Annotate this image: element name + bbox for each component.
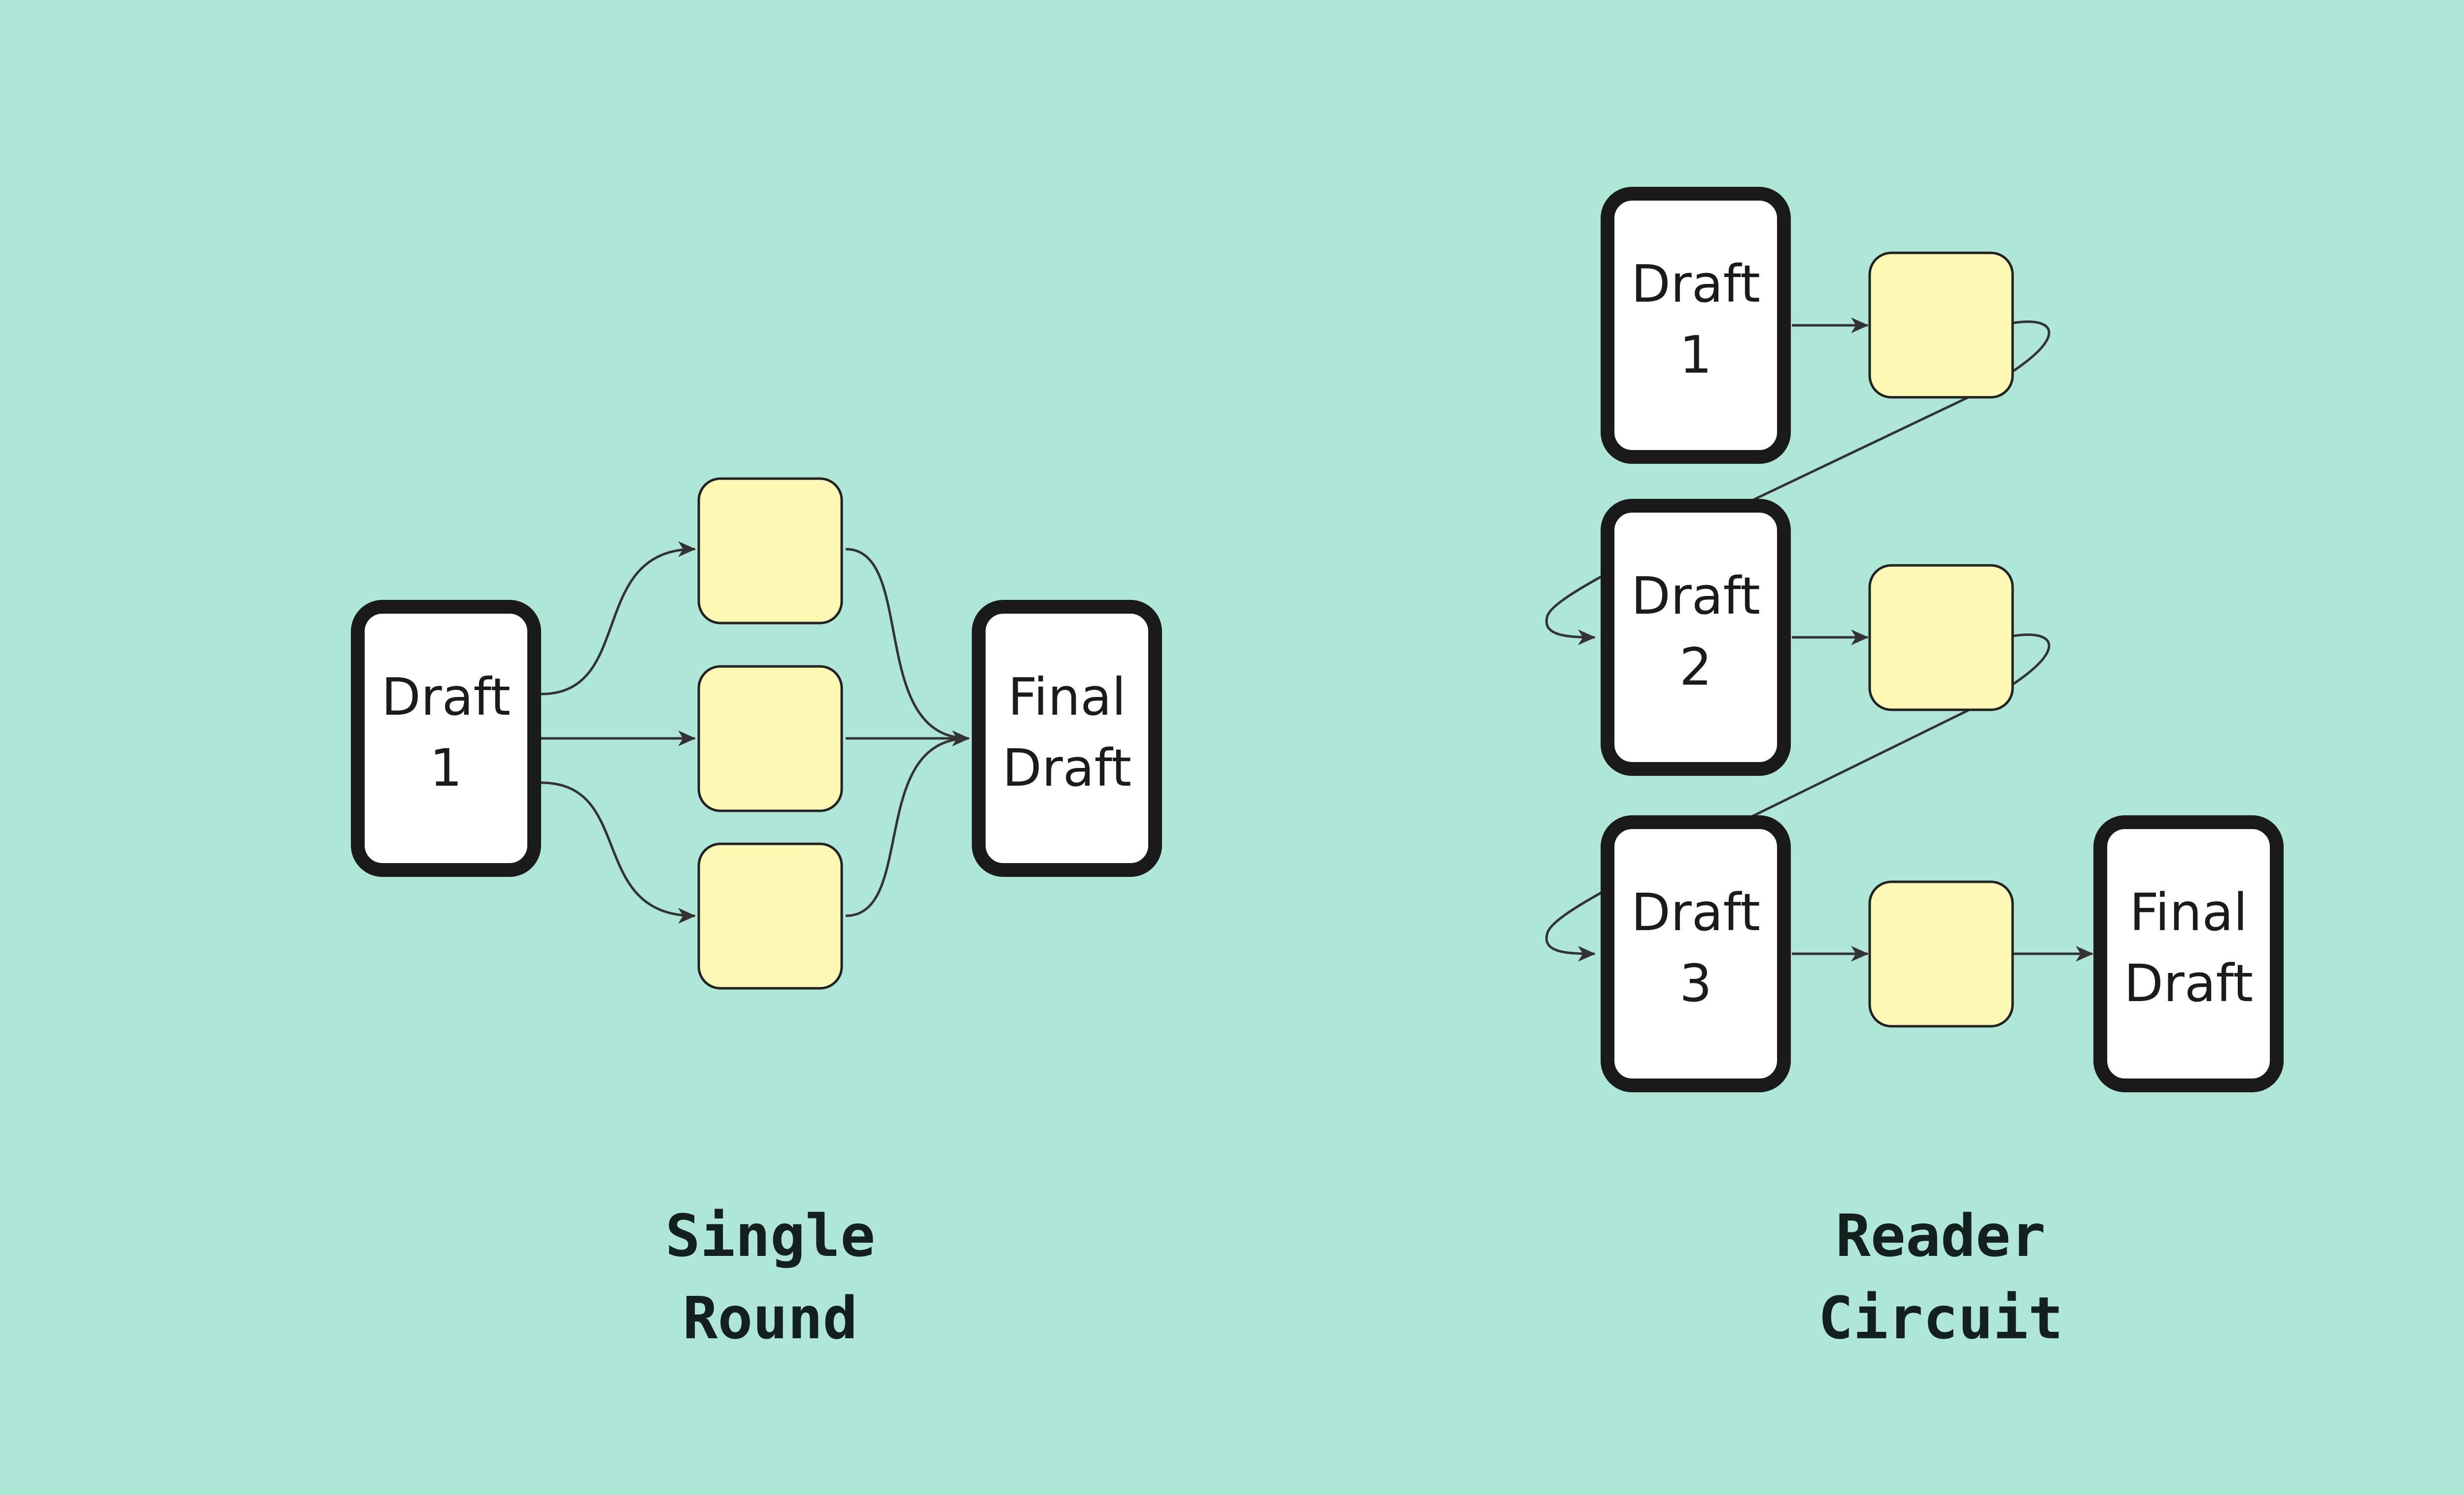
single-round-draft-1: Draft 1 bbox=[351, 600, 541, 877]
reader-circuit-reader-2 bbox=[1868, 564, 2014, 711]
edge-reader-top-to-final bbox=[845, 548, 970, 746]
reader-circuit-draft-2: Draft 2 bbox=[1601, 499, 1791, 776]
single-round-final-label-line2: Draft bbox=[1002, 738, 1131, 798]
single-round-group: Draft 1 Final Draft Single Round bbox=[351, 477, 1162, 1352]
single-round-final-draft: Final Draft bbox=[972, 600, 1162, 877]
reader-circuit-reader-3 bbox=[1868, 880, 2014, 1028]
single-round-caption-line2: Round bbox=[683, 1284, 857, 1352]
single-round-draft-1-label-line2: 1 bbox=[430, 738, 462, 798]
reader-circuit-draft-3-label-line2: 3 bbox=[1679, 953, 1712, 1013]
single-round-final-label-line1: Final bbox=[1008, 667, 1126, 727]
reader-circuit-draft-3: Draft 3 bbox=[1601, 815, 1791, 1092]
edge-reader-bottom-to-final bbox=[845, 730, 970, 917]
reader-circuit-caption-line1: Reader bbox=[1836, 1202, 2046, 1270]
single-round-draft-1-label-line1: Draft bbox=[381, 667, 511, 727]
reader-circuit-final-label-line1: Final bbox=[2129, 882, 2248, 942]
reader-circuit-draft-3-label-line1: Draft bbox=[1631, 882, 1760, 942]
reader-circuit-final-label-line2: Draft bbox=[2124, 953, 2253, 1013]
reader-circuit-draft-1-label-line2: 1 bbox=[1679, 325, 1712, 385]
reader-circuit-draft-1: Draft 1 bbox=[1601, 187, 1791, 464]
single-round-reader-middle bbox=[697, 665, 843, 812]
reader-circuit-draft-2-label-line1: Draft bbox=[1631, 566, 1760, 626]
reader-circuit-draft-1-label-line1: Draft bbox=[1631, 254, 1760, 314]
edge-draft1-to-reader-top bbox=[541, 541, 696, 695]
single-round-caption-line1: Single bbox=[665, 1202, 875, 1270]
single-round-reader-top bbox=[697, 477, 843, 625]
reader-circuit-caption-line2: Circuit bbox=[1818, 1284, 2063, 1352]
reader-circuit-draft-2-label-line2: 2 bbox=[1679, 637, 1712, 697]
edge-draft1-to-reader-bottom bbox=[541, 781, 696, 924]
reader-circuit-group: Draft 1 Draft 2 Draft 3 Final Draft Read… bbox=[1545, 187, 2284, 1352]
reader-circuit-final-draft: Final Draft bbox=[2093, 815, 2284, 1092]
single-round-reader-bottom bbox=[697, 842, 843, 990]
reader-circuit-reader-1 bbox=[1868, 251, 2014, 399]
